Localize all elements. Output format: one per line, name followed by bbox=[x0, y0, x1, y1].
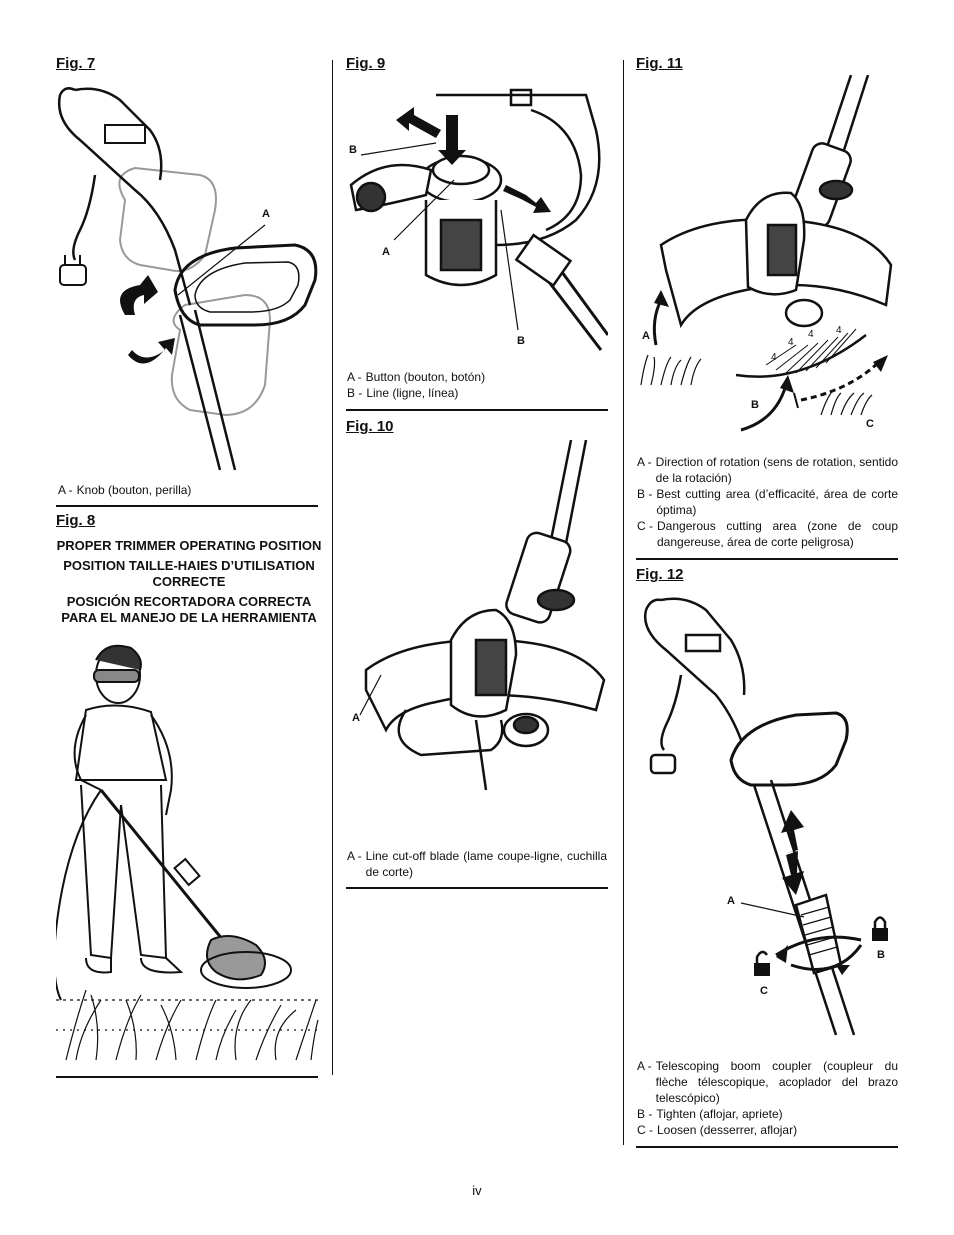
fig12-caption: A - Telescoping boom coupler (coupleur d… bbox=[637, 1058, 898, 1138]
caption-key: A - bbox=[637, 455, 652, 469]
caption-row: A - Direction of rotation (sens de rotat… bbox=[637, 454, 898, 486]
caption-text: Telescoping boom coupler (coupleur du fl… bbox=[655, 1059, 898, 1105]
caption-key: A - bbox=[347, 849, 362, 863]
svg-text:4: 4 bbox=[808, 329, 814, 340]
fig10-illustration bbox=[346, 440, 608, 820]
fig11-title: Fig. 11 bbox=[636, 55, 683, 72]
caption-row: C - Loosen (desserrer, aflojar) bbox=[637, 1122, 898, 1138]
caption-key: A - bbox=[58, 483, 73, 497]
caption-text: Line (ligne, línea) bbox=[366, 386, 459, 400]
fig11-label-a: A bbox=[642, 330, 650, 342]
caption-row: C - Dangerous cutting area (zone de coup… bbox=[637, 518, 898, 550]
fig9-rule bbox=[346, 409, 608, 411]
fig9-title: Fig. 9 bbox=[346, 55, 386, 72]
fig8-heading-en: PROPER TRIMMER OPERATING POSITION bbox=[56, 538, 322, 553]
caption-key: B - bbox=[637, 1107, 653, 1121]
fig8-illustration bbox=[56, 640, 321, 1065]
fig9-caption: A - Button (bouton, botón) B - Line (lig… bbox=[347, 369, 607, 401]
page-number: iv bbox=[472, 1183, 482, 1198]
fig9-label-a: A bbox=[382, 246, 390, 258]
caption-key: A - bbox=[637, 1059, 652, 1073]
fig8-heading-es: POSICIÓN RECORTADORA CORRECTA PARA EL MA… bbox=[61, 594, 317, 625]
fig10-rule bbox=[346, 887, 608, 889]
fig12-rule bbox=[636, 1146, 898, 1148]
caption-key: C - bbox=[637, 1123, 653, 1137]
caption-row: B - Best cutting area (d’efficacité, áre… bbox=[637, 486, 898, 518]
fig7-caption: A - Knob (bouton, perilla) bbox=[58, 482, 318, 498]
fig11-caption: A - Direction of rotation (sens de rotat… bbox=[637, 454, 898, 550]
fig11-label-c: C bbox=[866, 418, 874, 430]
fig12-title: Fig. 12 bbox=[636, 566, 684, 583]
caption-text: Line cut-off blade (lame coupe-ligne, cu… bbox=[365, 849, 607, 879]
fig7-rule bbox=[56, 505, 318, 507]
fig7-illustration bbox=[40, 80, 320, 475]
caption-text: Button (bouton, botón) bbox=[365, 370, 486, 384]
svg-text:4: 4 bbox=[836, 325, 842, 336]
fig10-label-a: A bbox=[352, 712, 360, 724]
fig12-illustration bbox=[636, 595, 898, 1045]
fig10-caption: A - Line cut-off blade (lame coupe-ligne… bbox=[347, 848, 607, 880]
caption-key: B - bbox=[347, 386, 363, 400]
fig12-label-a: A bbox=[727, 895, 735, 907]
caption-text: Tighten (aflojar, apriete) bbox=[656, 1107, 783, 1121]
svg-text:4: 4 bbox=[788, 337, 794, 348]
caption-row: A - Button (bouton, botón) bbox=[347, 369, 607, 385]
caption-text: Best cutting area (d’efficacité, área de… bbox=[656, 487, 898, 517]
fig7-label-a: A bbox=[262, 208, 270, 220]
fig8-title: Fig. 8 bbox=[56, 512, 96, 529]
fig8-heading-fr: POSITION TAILLE-HAIES D’UTILISATION CORR… bbox=[63, 558, 315, 589]
caption-key: B - bbox=[637, 487, 653, 501]
caption-row: B - Tighten (aflojar, apriete) bbox=[637, 1106, 898, 1122]
fig7-title: Fig. 7 bbox=[56, 55, 96, 72]
caption-row: A - Telescoping boom coupler (coupleur d… bbox=[637, 1058, 898, 1106]
fig8-rule bbox=[56, 1076, 318, 1078]
caption-row: A - Knob (bouton, perilla) bbox=[58, 482, 318, 498]
fig11-label-b: B bbox=[751, 399, 759, 411]
caption-text: Loosen (desserrer, aflojar) bbox=[657, 1123, 798, 1137]
caption-key: A - bbox=[347, 370, 362, 384]
caption-text: Knob (bouton, perilla) bbox=[76, 483, 192, 497]
fig10-title: Fig. 10 bbox=[346, 418, 394, 435]
fig8-headings: PROPER TRIMMER OPERATING POSITION POSITI… bbox=[56, 538, 322, 630]
fig12-label-c: C bbox=[760, 985, 768, 997]
fig9-label-b-top: B bbox=[349, 144, 357, 156]
caption-row: A - Line cut-off blade (lame coupe-ligne… bbox=[347, 848, 607, 880]
caption-text: Dangerous cutting area (zone de coup dan… bbox=[657, 519, 898, 549]
column-divider-2 bbox=[623, 60, 624, 1145]
fig9-illustration bbox=[346, 85, 608, 355]
fig11-rule bbox=[636, 558, 898, 560]
column-divider-1 bbox=[332, 60, 333, 1075]
caption-row: B - Line (ligne, línea) bbox=[347, 385, 607, 401]
fig9-label-b-bottom: B bbox=[517, 335, 525, 347]
fig12-label-b: B bbox=[877, 949, 885, 961]
caption-text: Direction of rotation (sens de rotation,… bbox=[655, 455, 898, 485]
caption-key: C - bbox=[637, 519, 653, 533]
svg-text:4: 4 bbox=[771, 352, 777, 363]
